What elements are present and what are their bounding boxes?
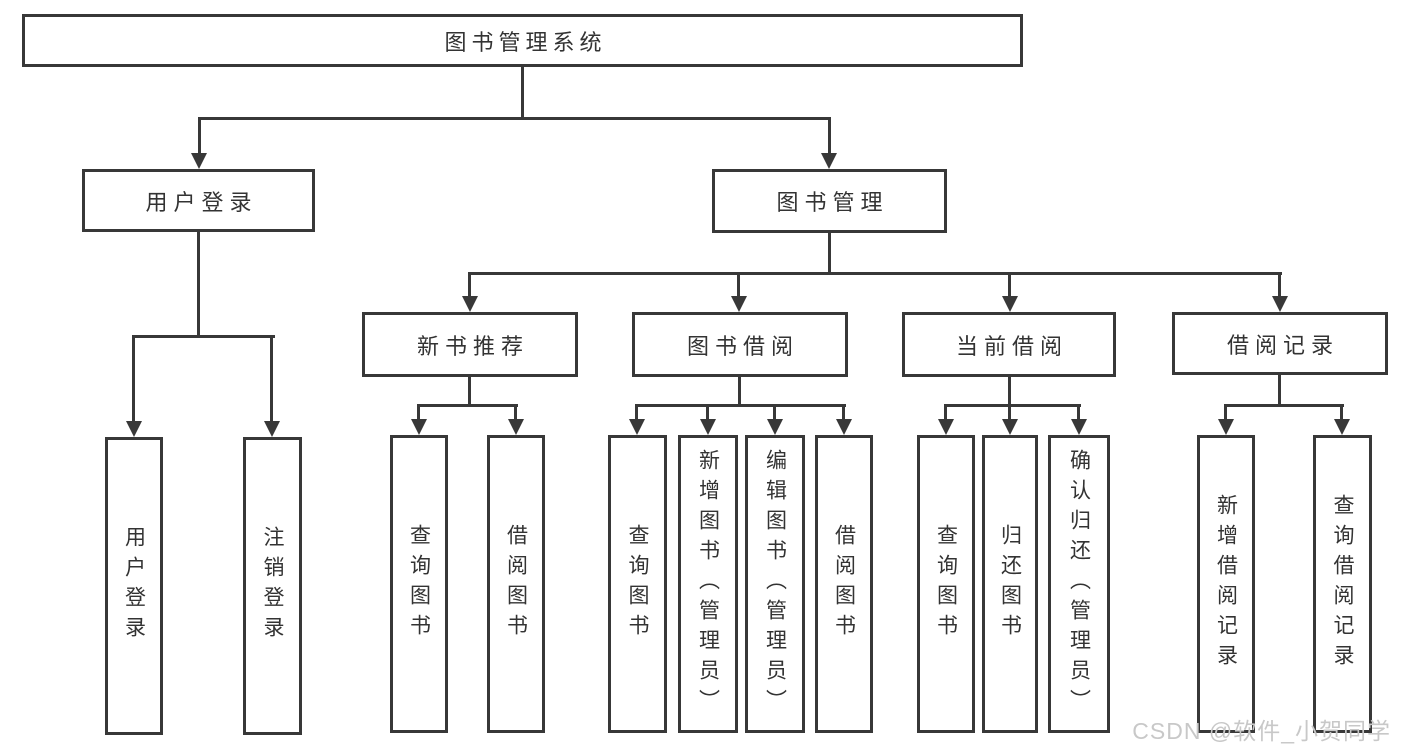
node-borrow-books-borrow: 借阅图书 — [815, 435, 873, 733]
connector-line — [198, 117, 831, 120]
node-user-login-action: 用户登录 — [105, 437, 163, 735]
node-user-login: 用户登录 — [82, 169, 315, 232]
arrow-down-icon — [767, 419, 783, 435]
connector-line — [468, 272, 471, 300]
connector-line — [514, 404, 517, 421]
node-edit-books-admin: 编辑图书（管理员） — [745, 435, 805, 733]
node-query-borrow-record: 查询借阅记录 — [1313, 435, 1372, 733]
node-module-current-borrow: 当前借阅 — [902, 312, 1116, 377]
connector-line — [1278, 272, 1281, 300]
arrow-down-icon — [411, 419, 427, 435]
connector-line — [1340, 404, 1343, 421]
node-add-books-admin: 新增图书（管理员） — [678, 435, 738, 733]
connector-line — [737, 272, 740, 300]
node-confirm-return-admin: 确认归还（管理员） — [1048, 435, 1110, 733]
connector-line — [270, 335, 273, 423]
connector-line — [1224, 404, 1344, 407]
connector-line — [944, 404, 947, 421]
arrow-down-icon — [126, 421, 142, 437]
csdn-watermark: CSDN @软件_小贺同学 — [1132, 718, 1391, 744]
arrow-down-icon — [700, 419, 716, 435]
connector-line — [417, 404, 518, 407]
node-book-management: 图书管理 — [712, 169, 947, 233]
node-query-books-recommend: 查询图书 — [390, 435, 448, 733]
connector-line — [198, 117, 201, 155]
node-query-books-current: 查询图书 — [917, 435, 975, 733]
arrow-down-icon — [264, 421, 280, 437]
connector-line — [132, 335, 135, 423]
connector-line — [132, 335, 275, 338]
connector-line — [842, 404, 845, 421]
connector-line — [468, 377, 471, 407]
connector-line — [1224, 404, 1227, 421]
node-add-borrow-record: 新增借阅记录 — [1197, 435, 1255, 733]
node-query-books-borrow: 查询图书 — [608, 435, 667, 733]
connector-line — [1278, 375, 1281, 407]
node-borrow-books-recommend: 借阅图书 — [487, 435, 545, 733]
arrow-down-icon — [629, 419, 645, 435]
connector-line — [521, 66, 524, 120]
arrow-down-icon — [836, 419, 852, 435]
connector-line — [944, 404, 1081, 407]
node-module-book-borrow: 图书借阅 — [632, 312, 848, 377]
connector-line — [706, 404, 709, 421]
connector-line — [635, 404, 638, 421]
arrow-down-icon — [1002, 296, 1018, 312]
connector-line — [1008, 377, 1011, 407]
connector-line — [417, 404, 420, 421]
arrow-down-icon — [462, 296, 478, 312]
connector-line — [1077, 404, 1080, 421]
connector-line — [197, 232, 200, 338]
arrow-down-icon — [1218, 419, 1234, 435]
node-return-books: 归还图书 — [982, 435, 1038, 733]
arrow-down-icon — [731, 296, 747, 312]
connector-line — [828, 117, 831, 155]
node-logout-action: 注销登录 — [243, 437, 302, 735]
arrow-down-icon — [821, 153, 837, 169]
node-system-root: 图书管理系统 — [22, 14, 1023, 67]
arrow-down-icon — [508, 419, 524, 435]
arrow-down-icon — [1071, 419, 1087, 435]
connector-line — [828, 233, 831, 275]
connector-line — [1008, 404, 1011, 421]
arrow-down-icon — [1002, 419, 1018, 435]
arrow-down-icon — [1272, 296, 1288, 312]
arrow-down-icon — [938, 419, 954, 435]
node-module-new-book-recommend: 新书推荐 — [362, 312, 578, 377]
connector-line — [773, 404, 776, 421]
node-module-borrow-records: 借阅记录 — [1172, 312, 1388, 375]
connector-line — [738, 377, 741, 407]
arrow-down-icon — [191, 153, 207, 169]
connector-line — [635, 404, 846, 407]
connector-line — [1008, 272, 1011, 300]
connector-line — [468, 272, 1282, 275]
arrow-down-icon — [1334, 419, 1350, 435]
